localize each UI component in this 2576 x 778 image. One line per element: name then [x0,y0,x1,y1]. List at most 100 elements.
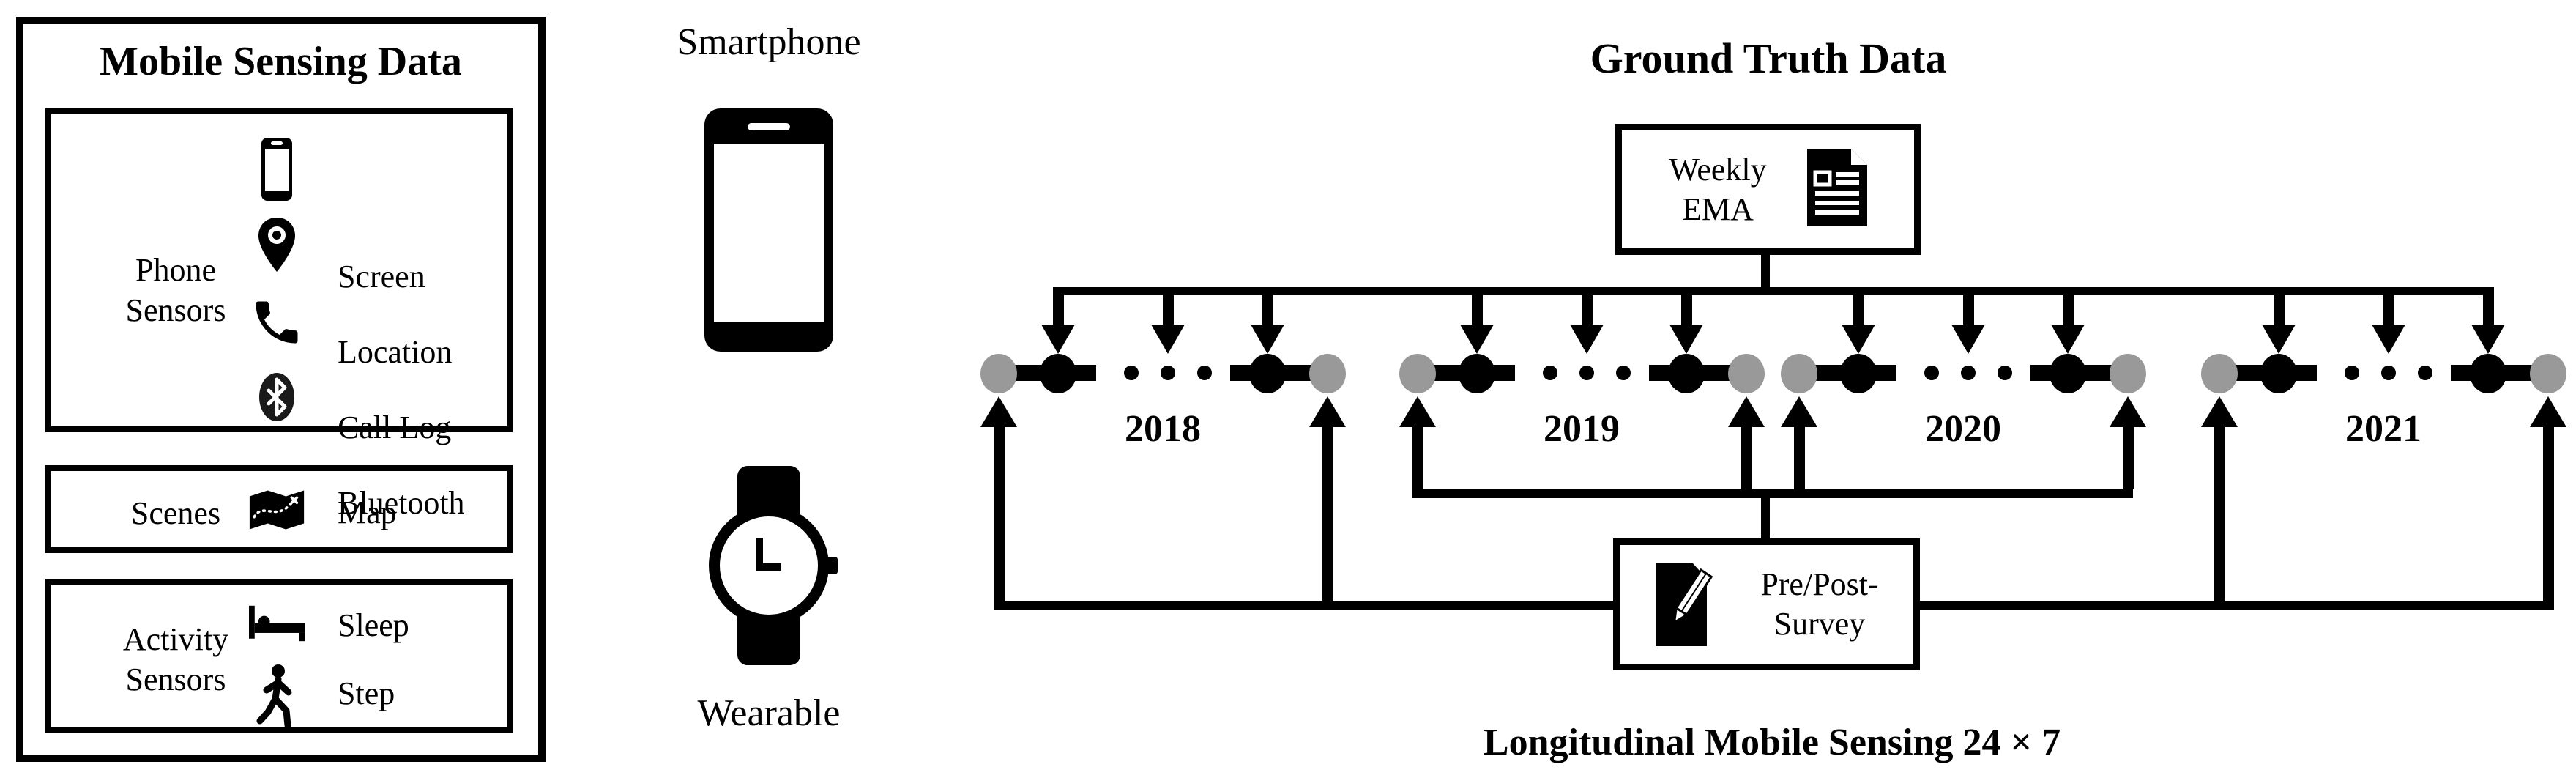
survey-arrow-up [2530,396,2566,427]
ema-arrow-down [2372,325,2405,354]
step-icon [249,664,305,727]
ema-arrow-down [2051,325,2085,354]
week-node [2050,354,2086,393]
wearable-label: Wearable [697,692,841,734]
survey-pencil-icon [1654,560,1727,650]
scenes-label: Scenes [130,495,221,531]
ema-arrow-shaft [2062,293,2074,325]
sensor-label-call-log: Call Log [338,410,452,445]
timeline-ellipsis-dot [1924,366,1939,380]
timeline-ellipsis-dot [1961,366,1976,380]
pre-post-stub-line [1761,497,1770,538]
survey-arrow-up [2110,396,2146,427]
survey-arrow-up [1309,396,1346,427]
left-connector-line [994,601,1613,610]
ema-arrow-down [1669,325,1703,354]
activity-label-step: Step [338,675,395,711]
ema-arrow-shaft [2273,293,2285,325]
activity-sensors-box: Activity Sensors Sleep Step [45,579,513,733]
smartphone-label: Smartphone [677,21,861,63]
ema-arrow-down [1041,325,1075,354]
call-log-icon [249,293,305,352]
mobile-sensing-data-panel [16,17,546,762]
survey-node [2530,354,2566,393]
pre-post-survey-box: Pre/Post- Survey [1613,538,1920,670]
ground-truth-title: Ground Truth Data [1590,34,1947,82]
survey-arrow-up [2201,396,2238,427]
timeline-ellipsis-dot [2345,366,2359,380]
timeline-ellipsis-dot [1998,366,2012,380]
week-node [1249,354,1286,393]
activity-sensors-label: Activity Sensors [122,621,229,697]
year-label: 2021 [2345,408,2421,450]
ema-arrow-down [1842,325,1875,354]
sleep-icon [249,601,305,646]
survey-arrow-shaft [1412,426,1423,489]
timeline-ellipsis-dot [1124,366,1139,380]
ema-arrow-down [2471,325,2505,354]
timeline-ellipsis-dot [1161,366,1175,380]
weekly-ema-box: Weekly EMA [1615,124,1921,255]
survey-arrow-shaft [2122,426,2134,489]
phone-sensors-label: Phone Sensors [125,252,226,328]
weekly-ema-stub-line [1761,255,1770,289]
survey-node [1309,354,1346,393]
year-label: 2020 [1925,408,2001,450]
year-label: 2019 [1544,408,1620,450]
survey-arrow-shaft [1741,426,1752,489]
survey-arrow-up [980,396,1017,427]
timeline-ellipsis-dot [1616,366,1631,380]
activity-label-sleep: Sleep [338,607,409,643]
survey-arrow-shaft [993,426,1005,601]
ema-arrow-down [1951,325,1985,354]
week-node [1840,354,1877,393]
survey-node [1399,354,1436,393]
scenes-map-label: Map [338,494,397,530]
location-icon [249,215,305,274]
scenes-box: Scenes Map [45,465,513,553]
sensor-label-location: Location [338,334,453,370]
figure-caption: Longitudinal Mobile Sensing 24 × 7 [1483,722,2061,763]
pre-post-survey-label: Pre/Post- Survey [1760,566,1879,642]
year-label: 2018 [1125,408,1201,450]
bluetooth-icon [249,369,305,425]
timeline-ellipsis-dot [2381,366,2396,380]
week-node [1459,354,1495,393]
timeline-ellipsis-dot [1543,366,1557,380]
ema-arrow-shaft [2482,293,2494,325]
week-node [1668,354,1705,393]
ema-arrow-down [1570,325,1604,354]
ema-arrow-shaft [2383,293,2394,325]
ema-arrow-down [1460,325,1494,354]
week-node [2260,354,2297,393]
survey-arrow-up [1781,396,1817,427]
smartphone-icon [704,108,833,352]
ema-arrow-down [1251,325,1284,354]
watch-hand-horizontal [756,563,781,571]
survey-arrow-up [1728,396,1765,427]
map-icon [249,487,305,533]
survey-node [2110,354,2146,393]
timeline-ellipsis-dot [2418,366,2432,380]
ema-arrow-shaft [1680,293,1692,325]
ema-arrow-shaft [1853,293,1864,325]
survey-node [980,354,1017,393]
survey-arrow-shaft [1793,426,1805,489]
timeline-ellipsis-dot [1579,366,1594,380]
timeline-ellipsis-dot [1197,366,1212,380]
weekly-ema-label: Weekly EMA [1669,151,1767,227]
survey-arrow-shaft [2542,426,2554,601]
survey-node [1781,354,1817,393]
survey-node [1728,354,1765,393]
screen-icon [249,136,305,202]
survey-arrow-shaft [2214,426,2225,601]
ema-arrow-shaft [1262,293,1273,325]
ema-distributor-line [1053,287,2494,295]
ema-arrow-shaft [1581,293,1593,325]
ema-arrow-shaft [1162,293,1174,325]
ema-arrow-down [2262,325,2296,354]
panel-title: Mobile Sensing Data [100,39,462,84]
ema-arrow-shaft [1962,293,1974,325]
